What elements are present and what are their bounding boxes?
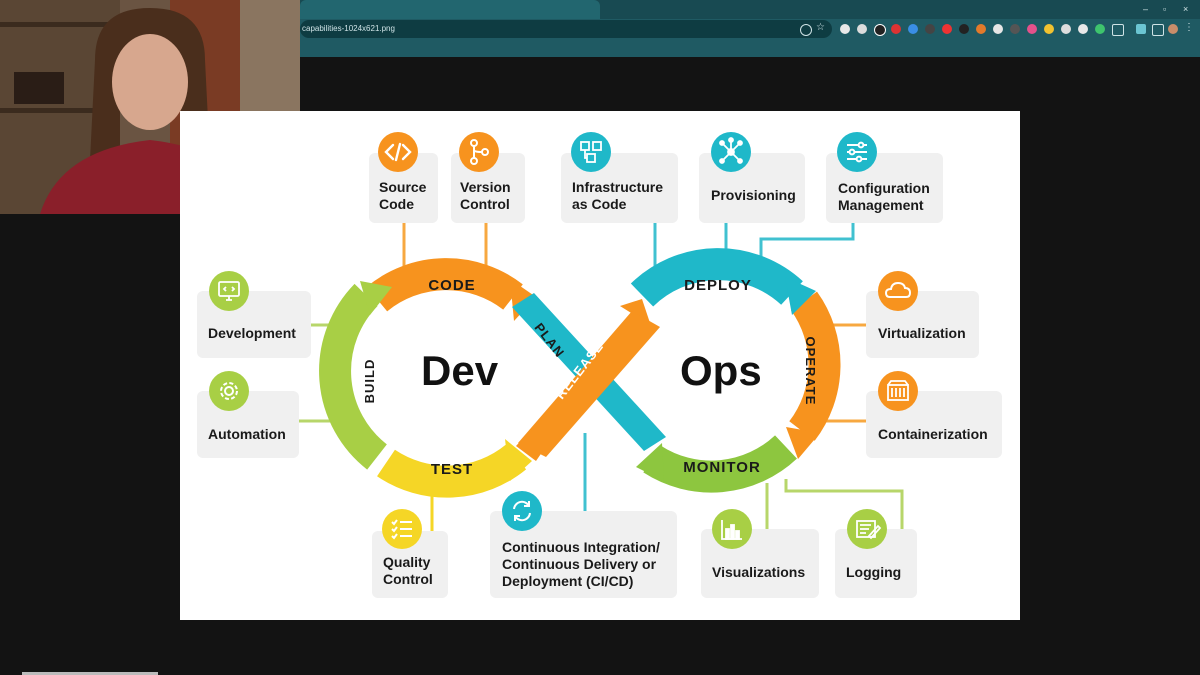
webcam-overlay: [0, 0, 300, 214]
code-brackets-icon: [378, 132, 418, 172]
network-hub-icon: [711, 132, 751, 172]
checklist-icon: [382, 509, 422, 549]
monitor-code-icon: [209, 271, 249, 311]
infinity-diagram: CODE PLAN BUILD TEST RELEASE DEPLOY OPER…: [299, 223, 904, 531]
extension-icon[interactable]: [874, 24, 886, 36]
monitor-arrow-head: [636, 443, 664, 481]
sliders-icon: [837, 132, 877, 172]
git-branch-icon: [459, 132, 499, 172]
extension-icon[interactable]: [857, 24, 867, 34]
configuration-management-label: Configuration Management: [838, 180, 930, 213]
minimize-button[interactable]: –: [1143, 4, 1149, 14]
extension-icon[interactable]: [925, 24, 935, 34]
extension-icon[interactable]: [976, 24, 986, 34]
address-bar[interactable]: [300, 20, 832, 38]
ci-cd-label: Continuous Integration/ Continuous Deliv…: [502, 539, 660, 589]
cycle-arrows-icon: [502, 491, 542, 531]
menu-dots-icon[interactable]: ⋮: [1184, 22, 1194, 33]
version-control-label: Version Control: [460, 179, 511, 212]
zoom-icon[interactable]: [800, 24, 812, 36]
visualizations-label: Visualizations: [712, 564, 806, 580]
close-window-button[interactable]: ×: [1183, 4, 1189, 14]
cloud-icon: [878, 271, 918, 311]
build-arc: [319, 283, 388, 470]
quality-control-label: Quality Control: [383, 554, 433, 587]
connector-configuration: [759, 223, 855, 265]
automation-label: Automation: [208, 426, 286, 442]
infrastructure-as-code-label: Infrastructure as Code: [572, 179, 664, 212]
devops-infinity-slide: CODE PLAN BUILD TEST RELEASE DEPLOY OPER…: [180, 111, 1020, 620]
dev-title: Dev: [421, 347, 499, 394]
extension-icon[interactable]: [1027, 24, 1037, 34]
release-band-body: [518, 311, 660, 457]
stage-test-label: TEST: [431, 461, 473, 478]
stage-operate-label: OPERATE: [803, 337, 818, 406]
stage-deploy-label: DEPLOY: [684, 277, 752, 294]
build-arrow-head: [360, 281, 392, 315]
deploy-arc: [630, 248, 803, 307]
extension-icon[interactable]: [1078, 24, 1088, 34]
extension-icon[interactable]: [1136, 24, 1146, 34]
card-configuration-management: Configuration Management: [826, 153, 943, 223]
log-edit-icon: [847, 509, 887, 549]
stage-build-label: BUILD: [362, 359, 377, 404]
extension-icon[interactable]: [908, 24, 918, 34]
development-label: Development: [208, 325, 296, 341]
container-icon: [878, 371, 918, 411]
card-ci-cd: Continuous Integration/ Continuous Deliv…: [490, 511, 677, 598]
extension-icon[interactable]: [891, 24, 901, 34]
extension-icon[interactable]: [1010, 24, 1020, 34]
containerization-label: Containerization: [878, 426, 988, 442]
stage-code-label: CODE: [428, 277, 475, 294]
extension-icon[interactable]: [1044, 24, 1054, 34]
extensions-puzzle-icon[interactable]: [1112, 24, 1124, 36]
blocks-icon: [571, 132, 611, 172]
bar-chart-icon: [712, 509, 752, 549]
extension-icon[interactable]: [959, 24, 969, 34]
card-development: Development: [197, 291, 311, 358]
side-panel-icon[interactable]: [1152, 24, 1164, 36]
code-arc: [366, 258, 523, 312]
gear-icon: [209, 371, 249, 411]
provisioning-label: Provisioning: [711, 187, 796, 203]
ops-title: Ops: [680, 347, 762, 394]
test-arc: [377, 444, 527, 498]
maximize-button[interactable]: ▫: [1163, 4, 1167, 14]
monitor-arc: [643, 435, 797, 493]
taskbar-strip: [22, 672, 158, 675]
stage-monitor-label: MONITOR: [683, 459, 761, 476]
extension-icon[interactable]: [1061, 24, 1071, 34]
test-arrow-head: [505, 439, 532, 481]
source-code-label: Source Code: [379, 179, 427, 212]
operate-arrow-head: [786, 427, 820, 459]
profile-avatar[interactable]: [1168, 24, 1178, 34]
deploy-arrow-head: [785, 277, 816, 315]
connector-logging: [784, 479, 904, 529]
extension-icon[interactable]: [993, 24, 1003, 34]
extension-icon[interactable]: [1095, 24, 1105, 34]
logging-label: Logging: [846, 564, 902, 580]
card-quality-control: Quality Control: [372, 531, 448, 598]
extension-icon[interactable]: [942, 24, 952, 34]
virtualization-label: Virtualization: [878, 325, 966, 341]
extension-icon[interactable]: [840, 24, 850, 34]
bookmark-star-icon[interactable]: ☆: [816, 22, 825, 33]
browser-tab[interactable]: [300, 0, 600, 19]
operate-arc: [789, 291, 841, 441]
address-url: capabilities-1024x621.png: [302, 24, 395, 33]
